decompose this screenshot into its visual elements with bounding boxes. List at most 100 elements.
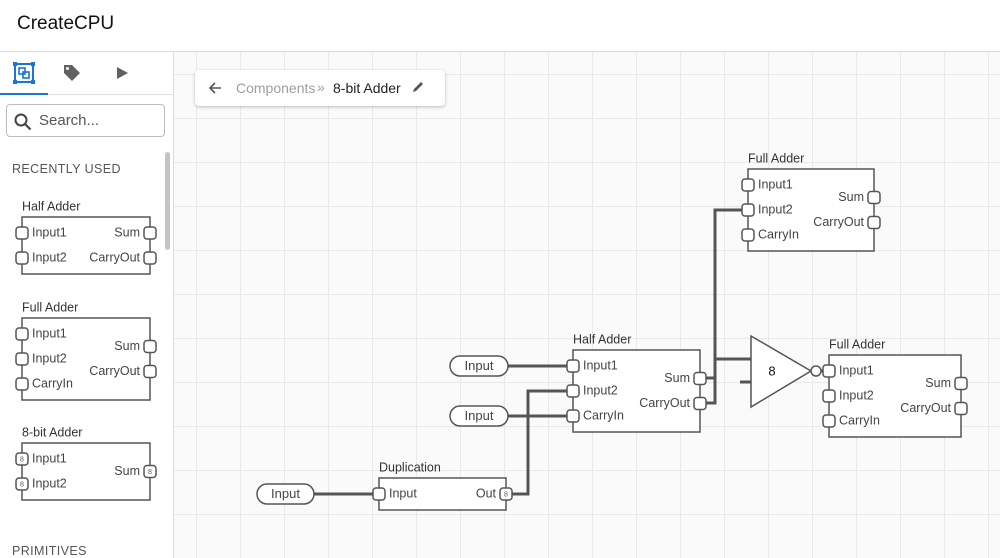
input-port[interactable] <box>372 487 386 501</box>
input-port-label: Input1 <box>583 358 618 372</box>
breadcrumb: Components » 8-bit Adder <box>195 70 445 106</box>
output-port-label: CarryOut <box>89 250 140 264</box>
input-port-label: CarryIn <box>839 413 880 427</box>
output-port[interactable] <box>954 376 968 391</box>
tag-icon <box>64 65 80 81</box>
search-box[interactable] <box>6 104 165 137</box>
input-port[interactable] <box>741 203 755 217</box>
input-port[interactable] <box>822 389 836 403</box>
input-port-label: Input2 <box>32 476 67 490</box>
output-port[interactable] <box>867 215 881 230</box>
tab-components[interactable] <box>0 52 48 95</box>
output-port[interactable] <box>143 339 157 354</box>
input-port[interactable] <box>566 359 580 373</box>
input-port[interactable] <box>15 352 29 366</box>
input-node-label: Input <box>465 358 494 373</box>
input-port-label: Input <box>389 486 417 500</box>
input-port[interactable] <box>566 409 580 423</box>
breadcrumb-parent-link[interactable]: Components <box>236 80 316 96</box>
play-icon <box>117 67 128 79</box>
input-port-label: Input2 <box>32 351 67 365</box>
output-port[interactable] <box>143 364 157 379</box>
buffer-label: 8 <box>768 363 775 378</box>
primitives-heading: PRIMITIVES <box>12 544 87 558</box>
input-port[interactable] <box>741 178 755 192</box>
output-port[interactable] <box>143 251 157 265</box>
output-port-label: Sum <box>838 190 864 204</box>
input-port[interactable] <box>15 327 29 341</box>
output-port-label: Sum <box>114 225 140 239</box>
input-node-body[interactable] <box>449 355 509 377</box>
wire[interactable] <box>706 208 742 380</box>
input-port-label: Input1 <box>32 225 67 239</box>
input-port[interactable] <box>822 364 836 378</box>
bus-width-badge: 8 <box>20 456 24 463</box>
buffer-gate[interactable]: 8 <box>750 334 822 409</box>
component-title: Full Adder <box>748 151 804 165</box>
sidebar-tabs <box>0 52 173 95</box>
component-title: 8-bit Adder <box>22 425 82 439</box>
input-port[interactable] <box>15 477 29 491</box>
component-body[interactable] <box>21 216 151 275</box>
input-node-body[interactable] <box>449 405 509 427</box>
component-title: Half Adder <box>22 199 80 213</box>
components-icon <box>13 62 35 84</box>
bus-width-badge: 8 <box>20 481 24 488</box>
input-node[interactable]: Input <box>449 355 509 377</box>
tab-simulate[interactable] <box>98 52 146 94</box>
output-port[interactable] <box>693 396 707 411</box>
search-input[interactable] <box>37 111 161 130</box>
output-port-label: Sum <box>114 339 140 353</box>
input-port[interactable] <box>15 377 29 391</box>
buffer-triangle[interactable] <box>750 334 813 409</box>
input-port[interactable] <box>741 228 755 242</box>
component-title: Duplication <box>379 460 441 474</box>
input-node[interactable]: Input <box>449 405 509 427</box>
input-port-label: Input1 <box>758 177 793 191</box>
sidebar-scrollbar[interactable] <box>165 152 170 250</box>
output-port[interactable] <box>693 371 707 386</box>
output-port[interactable] <box>867 190 881 205</box>
input-node[interactable]: Input <box>256 483 315 505</box>
output-port[interactable] <box>954 401 968 416</box>
wire[interactable] <box>512 389 567 496</box>
input-port[interactable] <box>15 251 29 265</box>
back-arrow-icon[interactable] <box>207 80 223 96</box>
input-node-body[interactable] <box>256 483 315 505</box>
bus-width-badge: 8 <box>504 491 508 498</box>
input-port-label: CarryIn <box>758 227 799 241</box>
output-port-label: Out <box>476 486 497 500</box>
component-body[interactable] <box>828 354 962 438</box>
output-port[interactable] <box>143 226 157 240</box>
component-body[interactable] <box>21 317 151 401</box>
output-port-label: CarryOut <box>89 364 140 378</box>
wire[interactable] <box>706 378 717 405</box>
input-port[interactable] <box>15 226 29 240</box>
output-port-label: CarryOut <box>900 401 951 415</box>
bus-width-badge: 8 <box>148 469 152 476</box>
edit-pencil-icon[interactable] <box>411 80 425 94</box>
input-port-label: CarryIn <box>32 376 73 390</box>
input-port[interactable] <box>822 414 836 428</box>
component-title: Full Adder <box>22 300 78 314</box>
input-port[interactable] <box>566 384 580 398</box>
output-port[interactable] <box>499 487 513 501</box>
component-title: Half Adder <box>573 332 631 346</box>
tab-tags[interactable] <box>48 52 96 94</box>
output-port-label: CarryOut <box>639 396 690 410</box>
component-body[interactable] <box>572 349 701 433</box>
canvas[interactable] <box>174 52 1000 558</box>
breadcrumb-current: 8-bit Adder <box>333 80 401 96</box>
input-port-label: Input1 <box>32 451 67 465</box>
input-node-label: Input <box>271 486 300 501</box>
output-port[interactable] <box>143 464 157 479</box>
input-port[interactable] <box>15 452 29 466</box>
